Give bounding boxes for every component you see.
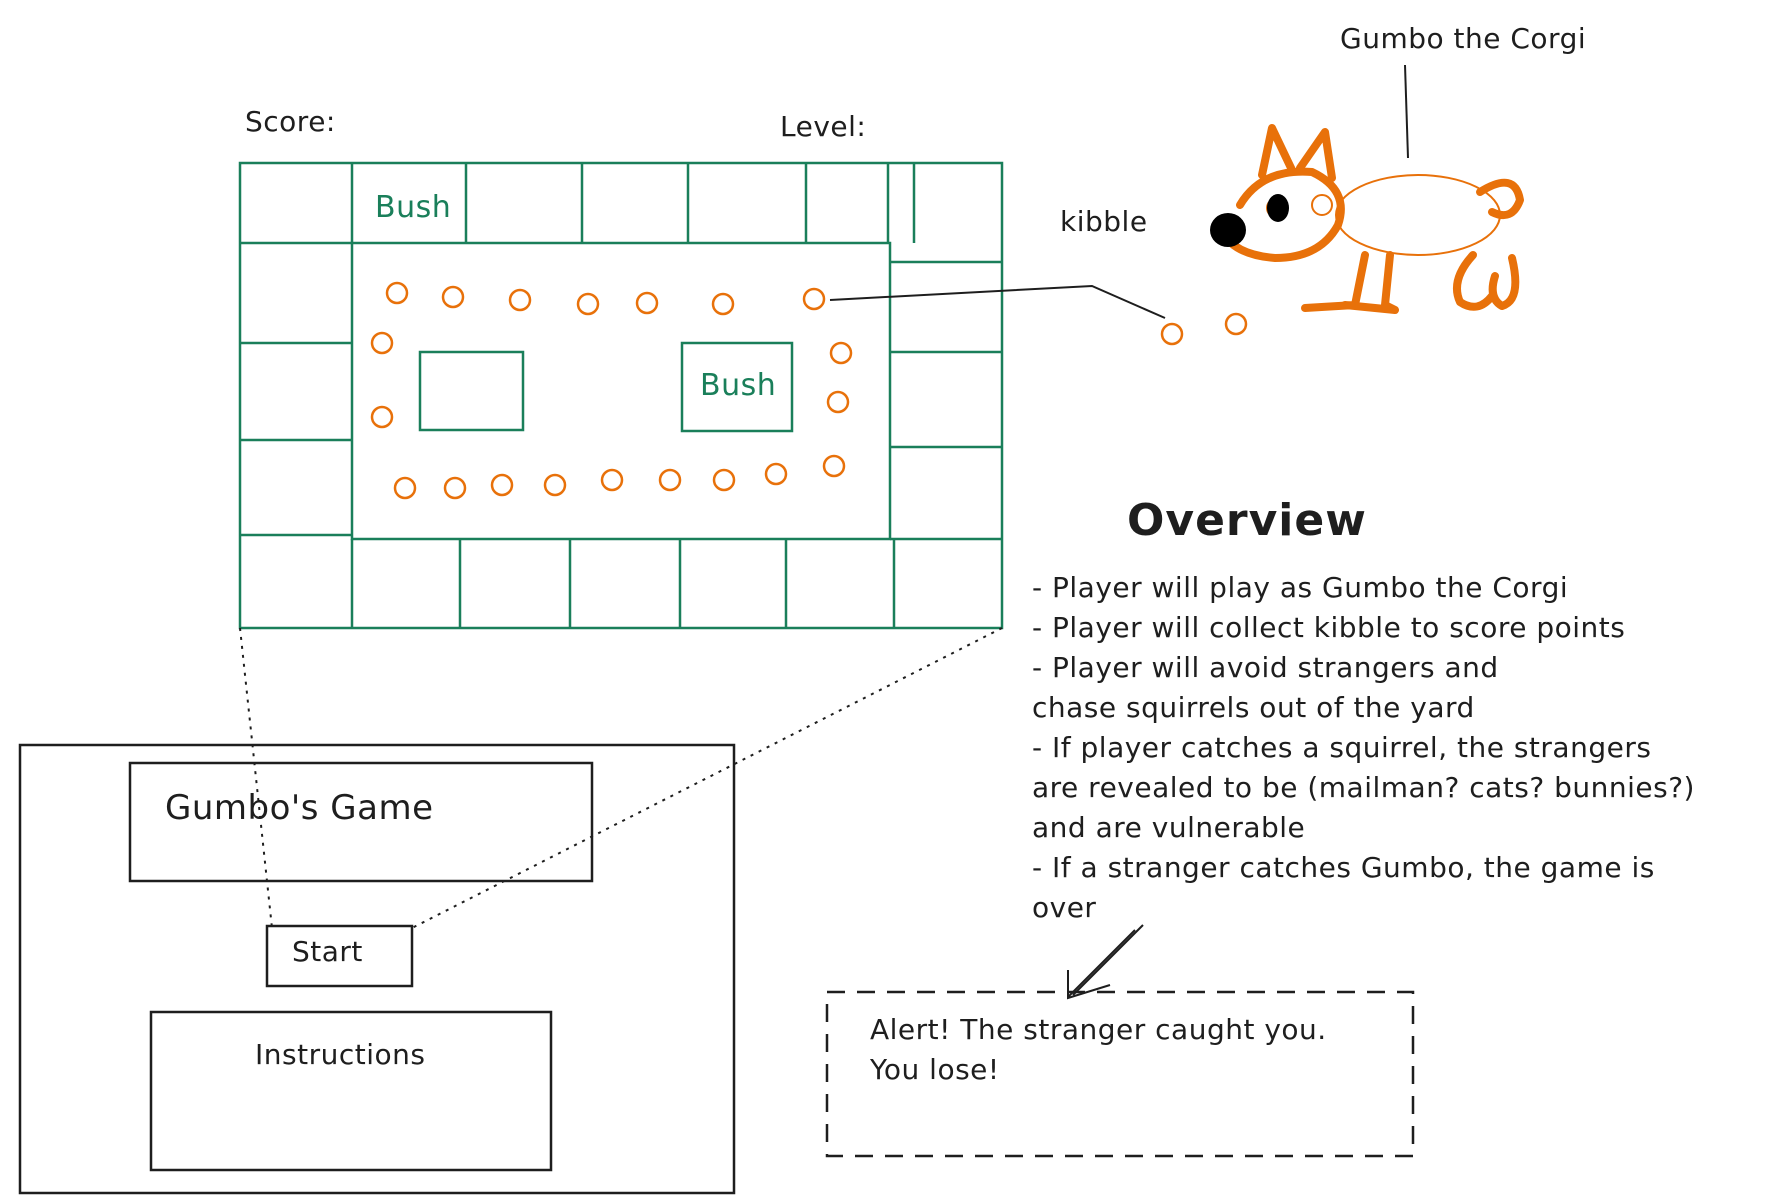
kibble-icon — [826, 390, 850, 414]
corgi-pointer-line — [1404, 64, 1409, 159]
corgi-icon — [1218, 124, 1524, 314]
kibble-icon — [711, 292, 735, 316]
start-button-frame[interactable] — [265, 924, 414, 988]
kibble-icon — [1160, 322, 1184, 346]
arrow-icon — [1067, 924, 1144, 1000]
start-button[interactable]: Start — [292, 935, 363, 968]
overview-line: and are vulnerable — [1032, 811, 1306, 844]
overview-line: - If a stranger catches Gumbo, the game … — [1032, 851, 1655, 884]
obstacle-box — [418, 350, 525, 432]
kibble-pointer-line — [829, 284, 1166, 319]
kibble-icon — [712, 468, 736, 492]
kibble-icon — [600, 468, 624, 492]
overview-line: - Player will play as Gumbo the Corgi — [1032, 571, 1569, 604]
overview-list: - Player will play as Gumbo the Corgi - … — [1032, 568, 1695, 928]
alert-dialog: Alert! The stranger caught you. You lose… — [870, 1010, 1327, 1090]
corgi-nose — [1210, 213, 1246, 247]
overview-line: are revealed to be (mailman? cats? bunni… — [1032, 771, 1695, 804]
kibble-icon — [370, 331, 394, 355]
kibble-icon — [443, 476, 467, 500]
level-label: Level: — [780, 110, 867, 143]
kibble-icon — [508, 288, 532, 312]
menu-screen — [18, 743, 736, 1195]
corgi-body — [1266, 174, 1501, 256]
instructions-button[interactable]: Instructions — [255, 1038, 426, 1071]
overview-title: Overview — [1127, 495, 1367, 546]
kibble-icon — [370, 405, 394, 429]
kibble-icon — [543, 473, 567, 497]
overview-line: - Player will avoid strangers and — [1032, 651, 1499, 684]
overview-line: - If player catches a squirrel, the stra… — [1032, 731, 1652, 764]
kibble-icon — [802, 287, 826, 311]
kibble-group — [370, 281, 1248, 500]
kibble-icon — [764, 462, 788, 486]
corgi-label: Gumbo the Corgi — [1340, 22, 1587, 55]
kibble-icon — [829, 341, 853, 365]
zoom-connector — [239, 627, 1003, 929]
alert-message: Alert! The stranger caught you. — [870, 1013, 1327, 1046]
alert-dialog-frame — [825, 990, 1415, 1158]
kibble-icon — [490, 473, 514, 497]
bush-label-center: Bush — [700, 368, 777, 403]
overview-line: chase squirrels out of the yard — [1032, 691, 1475, 724]
bush-box-center — [680, 341, 794, 433]
overview-line: - Player will collect kibble to score po… — [1032, 611, 1626, 644]
kibble-icon — [385, 281, 409, 305]
instructions-panel-frame — [149, 1010, 553, 1172]
kibble-icon — [576, 292, 600, 316]
kibble-icon — [1224, 312, 1248, 336]
kibble-label: kibble — [1060, 205, 1148, 238]
game-title: Gumbo's Game — [165, 788, 434, 828]
bush-label-top: Bush — [375, 190, 452, 225]
kibble-icon — [822, 454, 846, 478]
kibble-icon — [393, 476, 417, 500]
score-label: Score: — [245, 105, 336, 138]
corgi-eye — [1267, 194, 1289, 222]
alert-result: You lose! — [870, 1053, 1000, 1086]
kibble-icon — [635, 291, 659, 315]
game-board — [238, 161, 1004, 630]
kibble-icon — [658, 468, 682, 492]
overview-line: over — [1032, 891, 1097, 924]
kibble-icon — [441, 285, 465, 309]
